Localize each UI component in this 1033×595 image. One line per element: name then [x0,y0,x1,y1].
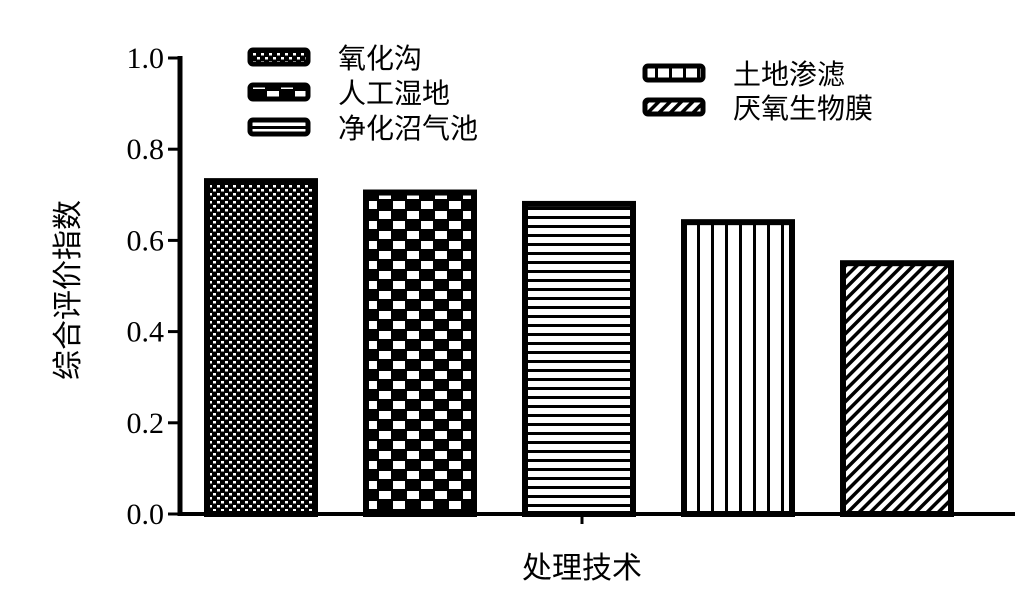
bar-1 [204,178,318,517]
y-tick-label: 0.0 [127,498,165,531]
y-axis-title: 综合评价指数 [51,200,86,380]
legend-swatch-1 [247,47,311,67]
legend-swatch-4 [642,63,706,83]
legend-swatch-3 [247,117,311,137]
legend-label-5: 厌氧生物膜 [733,92,873,125]
y-tick-label: 0.2 [127,407,165,440]
y-tick-label: 1.0 [127,42,165,75]
x-axis-title: 处理技术 [522,551,642,586]
legend-label-3: 净化沼气池 [338,112,478,145]
bar-5 [840,260,954,518]
legend-label-4: 土地渗滤 [733,58,845,91]
legend-label-2: 人工湿地 [338,77,450,110]
y-tick-label: 0.6 [127,224,165,257]
legend-label-1: 氧化沟 [338,42,422,75]
y-tick-label: 0.8 [127,133,165,166]
legend-swatch-5 [642,97,706,117]
bar-4 [681,219,795,517]
legend-swatch-2 [247,82,311,102]
y-tick-label: 0.4 [127,316,165,349]
bar-2 [363,189,477,518]
bar-3 [522,200,636,517]
